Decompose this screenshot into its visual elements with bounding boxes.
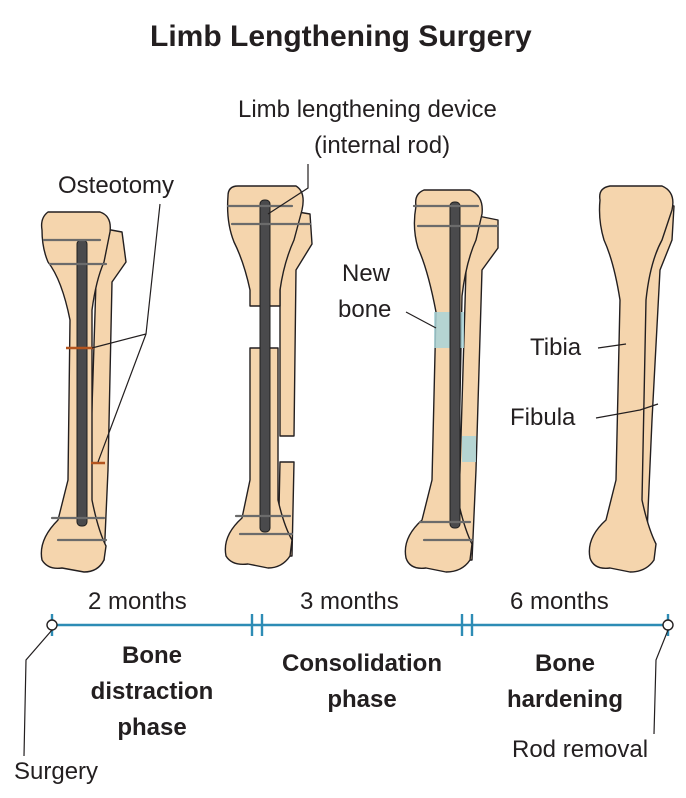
- leader-lines: [91, 164, 659, 463]
- device-label-line1: Limb lengthening device: [238, 96, 497, 123]
- surgery-label: Surgery: [14, 758, 99, 785]
- leg-stage-3: [404, 189, 500, 573]
- end-marker: [662, 619, 674, 631]
- phase-consolidation-line2: phase: [327, 686, 397, 713]
- phase-consolidation-line1: Consolidation: [282, 650, 442, 677]
- tibia-lower-stage-2: [224, 347, 293, 569]
- device-leader: [267, 164, 309, 215]
- device-label-line2: (internal rod): [314, 132, 451, 159]
- rod-stage-1: [76, 239, 88, 527]
- tibia-stage-1: [40, 211, 111, 573]
- leg-stage-1: [40, 211, 127, 573]
- phase-label-consolidation: Consolidation phase: [266, 646, 458, 718]
- start-marker: [46, 619, 58, 631]
- leg-stage-4: [588, 185, 675, 573]
- phase-distraction-line1: Bone: [122, 642, 182, 669]
- fibula-label: Fibula: [510, 404, 576, 431]
- new-bone-label-line2: bone: [338, 296, 392, 323]
- phase-hardening-line1: Bone: [535, 650, 595, 677]
- timeline: [23, 614, 674, 757]
- fibula-leader: [595, 403, 659, 419]
- tibia-label: Tibia: [530, 334, 582, 361]
- osteotomy-label: Osteotomy: [58, 172, 175, 199]
- osteotomy-leader: [91, 203, 161, 463]
- new-bone-fibula: [462, 436, 476, 462]
- rod-stage-3: [449, 201, 461, 529]
- duration-label-3: 6 months: [510, 588, 609, 615]
- tibia-stage-3: [404, 189, 483, 573]
- tibia-stage-4: [588, 185, 674, 573]
- rod-stage-2: [259, 199, 271, 533]
- rod-removal-leader: [653, 629, 669, 735]
- new-bone-label-line1: New: [342, 260, 391, 287]
- rod-removal-label: Rod removal: [512, 736, 649, 763]
- duration-label-2: 3 months: [300, 588, 399, 615]
- tibia-leader: [597, 343, 627, 349]
- duration-label-1: 2 months: [88, 588, 187, 615]
- phase-label-hardening: Bone hardening: [480, 646, 650, 718]
- surgery-leader: [23, 629, 53, 757]
- new-bone-leader: [405, 311, 437, 329]
- phase-distraction-line2: distraction: [90, 678, 214, 705]
- phase-hardening-line2: hardening: [506, 686, 623, 713]
- leg-stage-2: [224, 185, 313, 569]
- page-title: Limb Lengthening Surgery: [150, 20, 532, 53]
- phase-label-distraction: Bone distraction phase: [72, 638, 232, 746]
- phase-distraction-line3: phase: [117, 714, 187, 741]
